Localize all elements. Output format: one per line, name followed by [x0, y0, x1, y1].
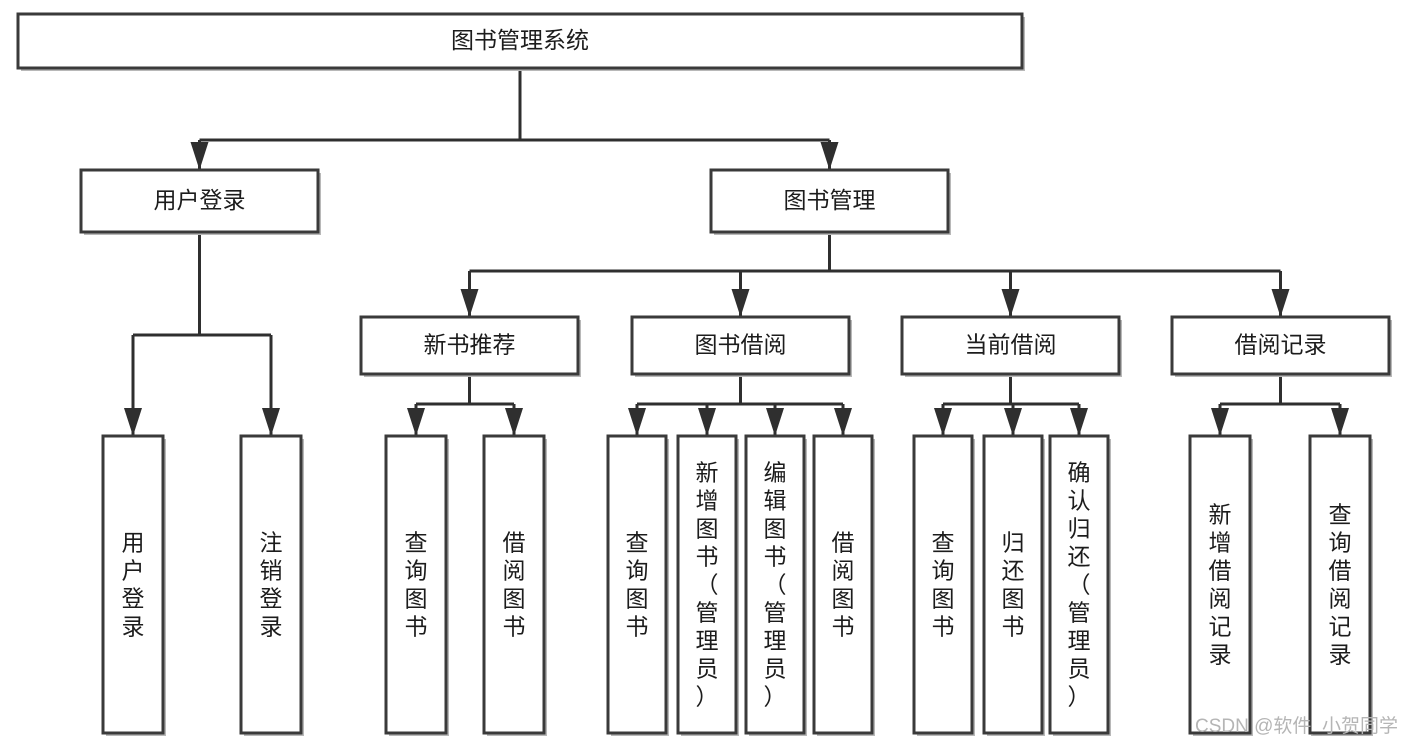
- node-box[interactable]: [1308, 434, 1372, 735]
- arrow-head-icon: [1331, 408, 1349, 436]
- node-n12[interactable]: 新增图书（管理员）: [676, 434, 739, 736]
- node-box[interactable]: [912, 434, 974, 735]
- arrow-head-icon: [731, 289, 750, 317]
- node-label: 图书管理: [784, 187, 876, 213]
- node-box[interactable]: [101, 434, 165, 735]
- arrow-head-icon: [1211, 408, 1229, 436]
- node-box[interactable]: [982, 434, 1044, 735]
- arrow-head-icon: [698, 408, 716, 436]
- node-box[interactable]: [384, 434, 448, 735]
- node-n2[interactable]: 图书管理: [709, 168, 951, 235]
- node-n16[interactable]: 归还图书: [982, 434, 1045, 736]
- node-label: 新增借阅记录: [1209, 501, 1232, 667]
- arrow-head-icon: [190, 142, 209, 170]
- node-label: 新增图书（管理员）: [696, 459, 719, 709]
- node-label: 借阅图书: [503, 529, 526, 639]
- node-box[interactable]: [744, 434, 806, 735]
- arrow-head-icon: [262, 408, 280, 436]
- node-box[interactable]: [900, 315, 1121, 376]
- node-n3[interactable]: 新书推荐: [359, 315, 581, 377]
- node-label: 图书管理系统: [451, 27, 589, 53]
- arrow-head-icon: [460, 289, 479, 317]
- node-box[interactable]: [1048, 434, 1110, 735]
- node-n13[interactable]: 编辑图书（管理员）: [744, 434, 807, 736]
- arrow-head-icon: [628, 408, 646, 436]
- node-label: 用户登录: [122, 529, 145, 639]
- arrow-head-icon: [1271, 289, 1290, 317]
- node-label: 查询图书: [626, 529, 649, 639]
- node-n11[interactable]: 查询图书: [606, 434, 669, 736]
- node-box[interactable]: [1188, 434, 1252, 735]
- arrow-head-icon: [1001, 289, 1020, 317]
- node-n19[interactable]: 查询借阅记录: [1308, 434, 1373, 736]
- node-label: 当前借阅: [965, 332, 1057, 358]
- arrow-head-icon: [124, 408, 142, 436]
- node-label: 查询图书: [932, 529, 955, 639]
- node-box[interactable]: [79, 168, 320, 234]
- node-label: 用户登录: [154, 187, 246, 213]
- node-n18[interactable]: 新增借阅记录: [1188, 434, 1253, 736]
- arrow-head-icon: [766, 408, 784, 436]
- node-n17[interactable]: 确认归还（管理员）: [1048, 434, 1111, 736]
- node-box[interactable]: [1170, 315, 1391, 376]
- node-box[interactable]: [709, 168, 950, 234]
- node-label: 归还图书: [1002, 529, 1025, 639]
- node-n10[interactable]: 借阅图书: [482, 434, 547, 736]
- node-label: 新书推荐: [424, 332, 516, 358]
- arrow-head-icon: [934, 408, 952, 436]
- node-box[interactable]: [239, 434, 303, 735]
- node-n9[interactable]: 查询图书: [384, 434, 449, 736]
- node-label: 编辑图书（管理员）: [764, 459, 787, 709]
- watermark-label: CSDN @软件_小贺同学: [1195, 715, 1398, 737]
- node-n0[interactable]: 图书管理系统: [16, 12, 1025, 71]
- node-n4[interactable]: 图书借阅: [630, 315, 852, 377]
- node-n5[interactable]: 当前借阅: [900, 315, 1122, 377]
- node-label: 借阅图书: [832, 529, 855, 639]
- node-n8[interactable]: 注销登录: [239, 434, 304, 736]
- node-box[interactable]: [482, 434, 546, 735]
- node-box[interactable]: [16, 12, 1024, 70]
- node-label: 借阅记录: [1235, 332, 1327, 358]
- arrow-head-icon: [1070, 408, 1088, 436]
- arrow-head-icon: [505, 408, 523, 436]
- arrow-head-icon: [820, 142, 839, 170]
- node-n6[interactable]: 借阅记录: [1170, 315, 1392, 377]
- node-n7[interactable]: 用户登录: [101, 434, 166, 736]
- node-label: 图书借阅: [695, 332, 787, 358]
- node-box[interactable]: [359, 315, 580, 376]
- node-box[interactable]: [676, 434, 738, 735]
- edges-layer: [124, 68, 1349, 436]
- nodes-layer: 图书管理系统用户登录图书管理新书推荐图书借阅当前借阅借阅记录用户登录注销登录查询…: [16, 12, 1392, 736]
- node-label: 确认归还（管理员）: [1068, 459, 1091, 709]
- arrow-head-icon: [834, 408, 852, 436]
- arrow-head-icon: [1004, 408, 1022, 436]
- node-box[interactable]: [630, 315, 851, 376]
- node-box[interactable]: [812, 434, 874, 735]
- node-n15[interactable]: 查询图书: [912, 434, 975, 736]
- arrow-head-icon: [407, 408, 425, 436]
- node-n14[interactable]: 借阅图书: [812, 434, 875, 736]
- node-label: 注销登录: [260, 529, 283, 639]
- node-label: 查询借阅记录: [1329, 501, 1352, 667]
- node-n1[interactable]: 用户登录: [79, 168, 321, 235]
- node-label: 查询图书: [405, 529, 428, 639]
- node-box[interactable]: [606, 434, 668, 735]
